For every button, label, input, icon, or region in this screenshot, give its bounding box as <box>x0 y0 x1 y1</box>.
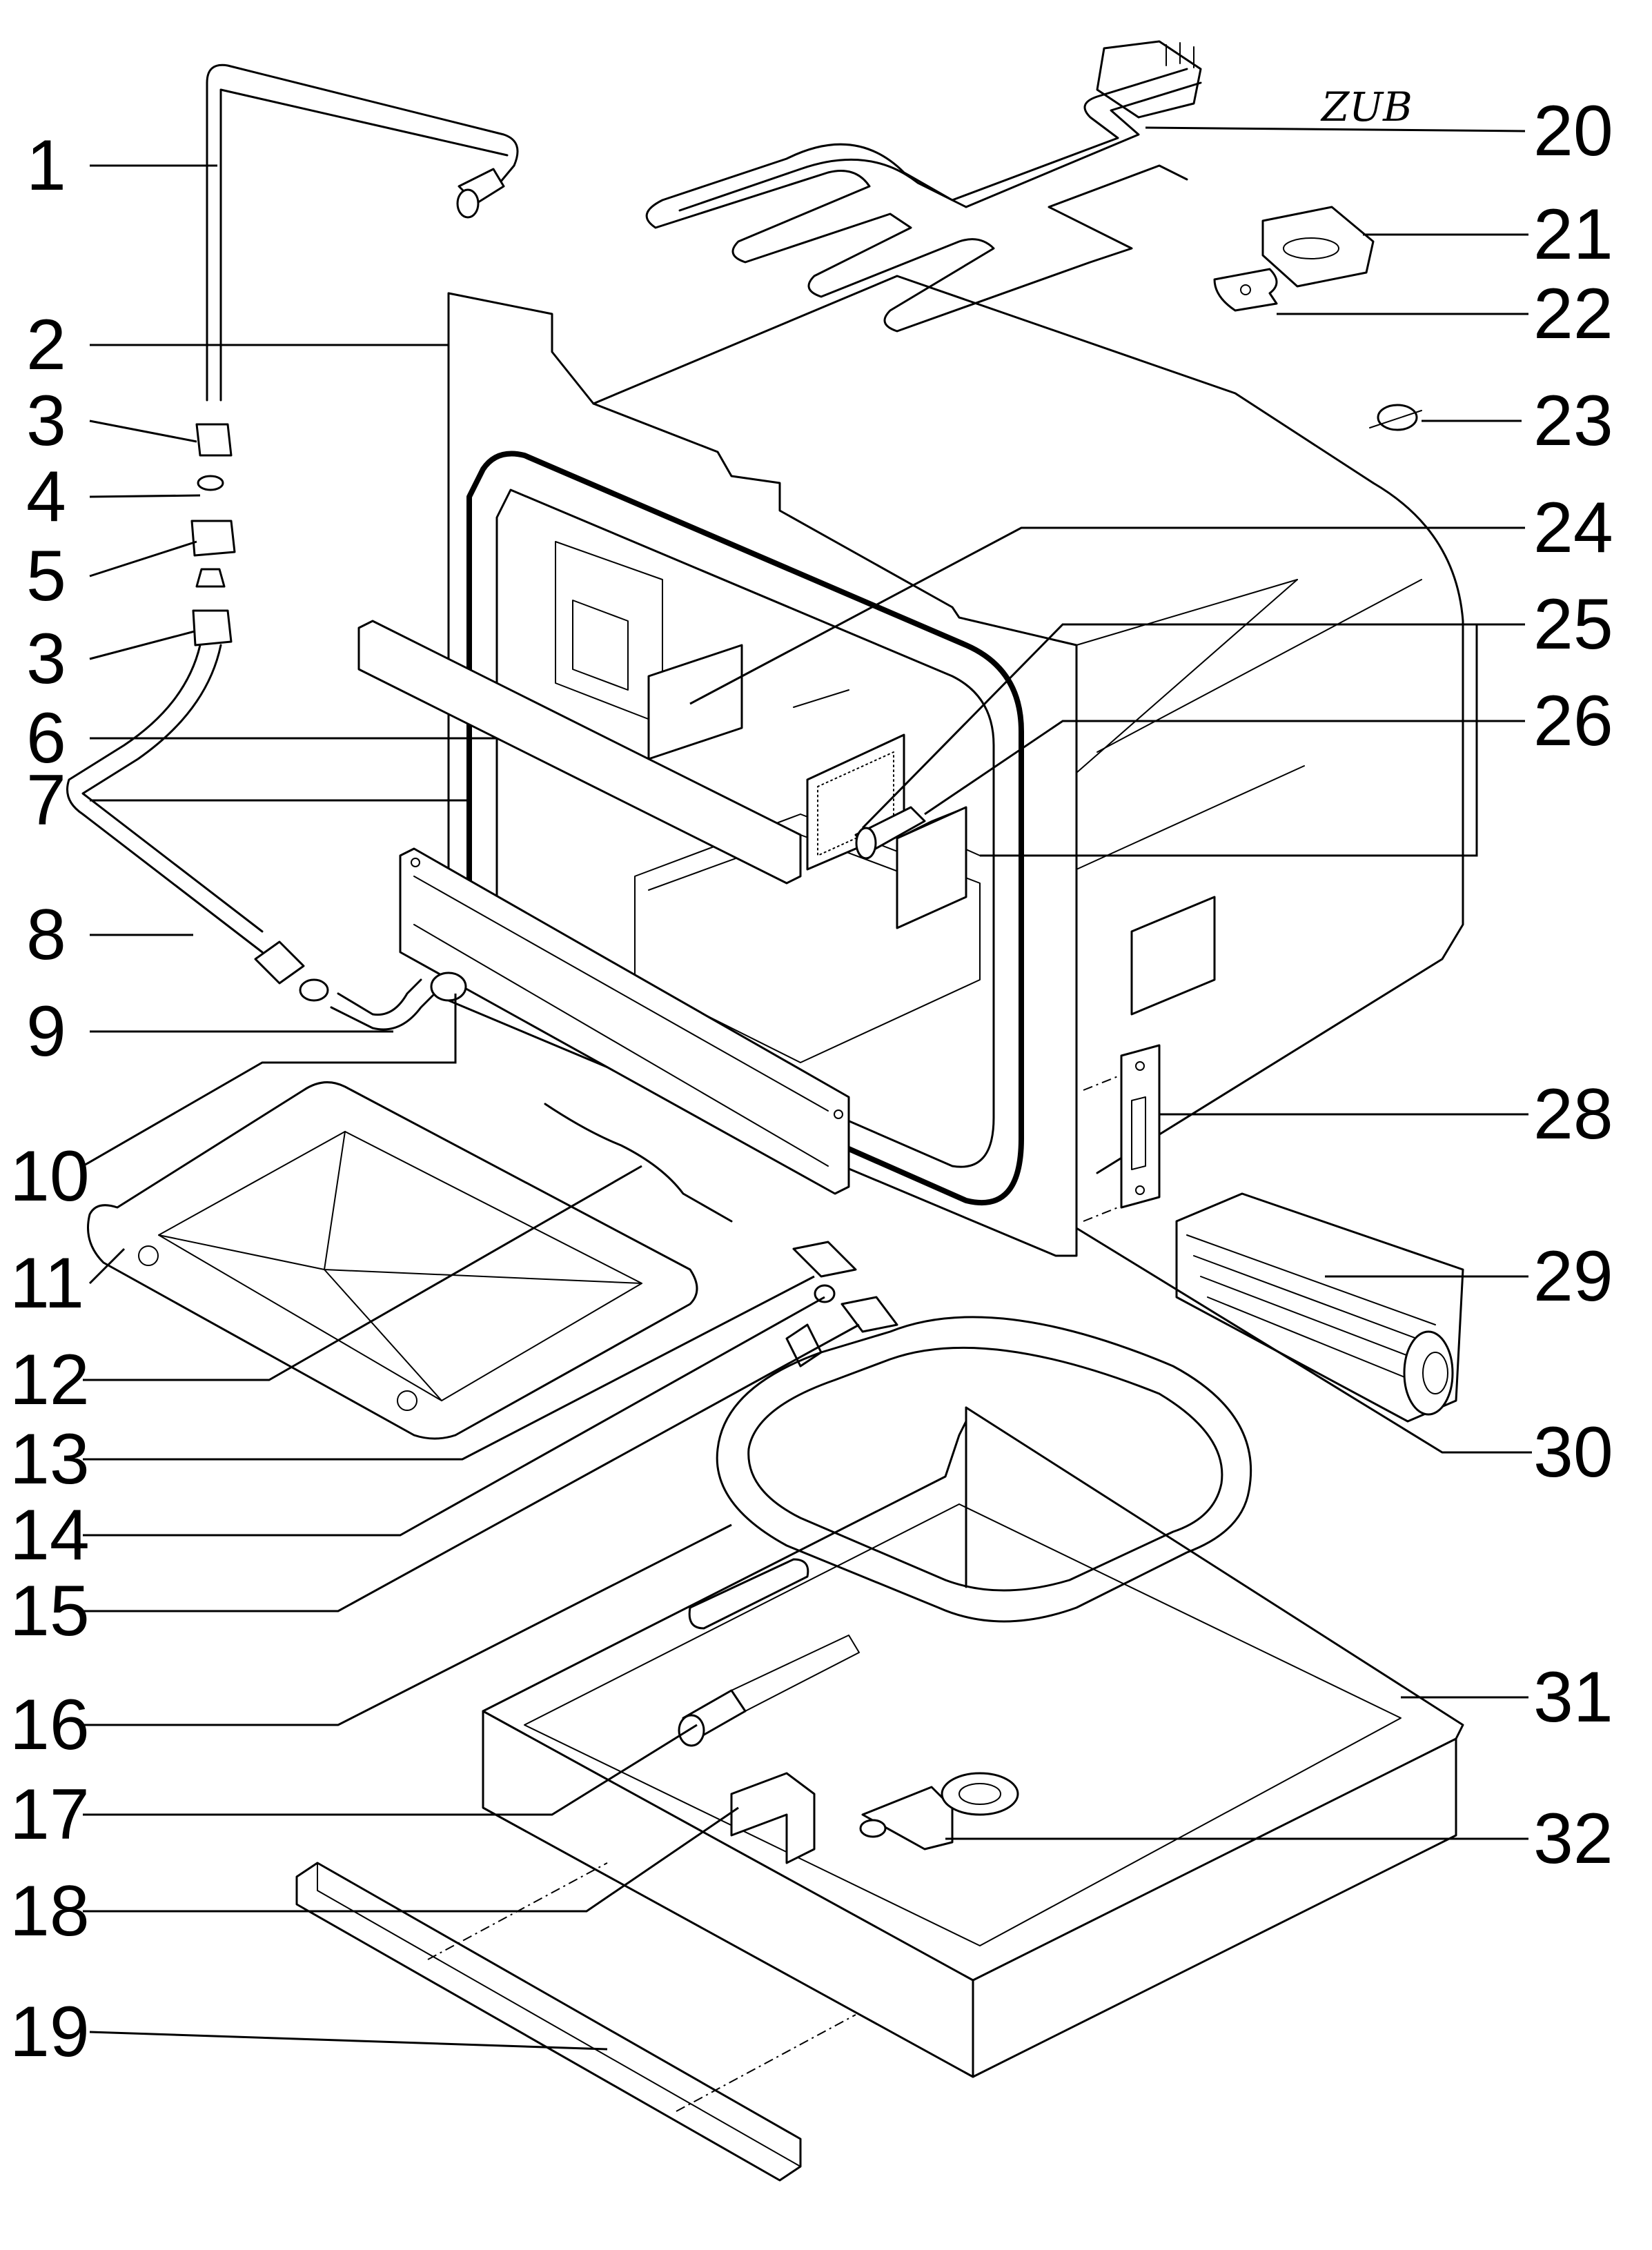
drip-pan <box>87 1081 698 1440</box>
burner-injector <box>785 1241 898 1368</box>
terminal-block <box>1261 206 1375 288</box>
label-24: 24 <box>1533 488 1613 568</box>
label-16: 16 <box>10 1685 90 1765</box>
leader-lines <box>82 126 1532 2051</box>
handwritten-annotation: ZUB <box>1320 83 1413 130</box>
label-26: 26 <box>1533 681 1613 761</box>
label-13: 13 <box>10 1419 90 1499</box>
label-12: 12 <box>10 1340 90 1420</box>
label-10: 10 <box>10 1136 90 1216</box>
thermostat-clip <box>1369 404 1422 431</box>
label-22: 22 <box>1533 274 1613 354</box>
label-2: 2 <box>26 305 66 385</box>
support-bar <box>357 620 802 885</box>
label-8: 8 <box>26 895 66 975</box>
label-4: 4 <box>26 457 66 537</box>
oven-base-pan <box>482 1406 1464 2078</box>
label-3b: 3 <box>26 619 66 699</box>
label-25: 25 <box>1533 584 1613 664</box>
gas-supply-pipe <box>66 63 519 1031</box>
burner-support <box>859 1772 1019 1851</box>
front-trim-bar <box>399 847 850 1195</box>
label-30: 30 <box>1533 1412 1613 1492</box>
fan-bracket <box>1083 1044 1161 1222</box>
label-9: 9 <box>26 991 66 1072</box>
plug-connector <box>1213 268 1278 312</box>
label-21: 21 <box>1533 195 1613 275</box>
ignition-wire <box>544 1103 733 1223</box>
label-1: 1 <box>26 126 66 206</box>
burner-ring <box>688 1316 1252 1630</box>
burner-bracket <box>730 1772 816 1864</box>
label-17: 17 <box>10 1775 90 1855</box>
label-28: 28 <box>1533 1074 1613 1154</box>
label-20: 20 <box>1533 91 1613 171</box>
label-6: 6 <box>26 698 66 778</box>
label-19: 19 <box>10 1992 90 2072</box>
label-7: 7 <box>26 760 66 840</box>
label-31: 31 <box>1533 1657 1613 1737</box>
label-23: 23 <box>1533 381 1613 461</box>
label-32: 32 <box>1533 1799 1613 1879</box>
air-tube <box>678 1635 860 1747</box>
label-18: 18 <box>10 1871 90 1951</box>
label-11: 11 <box>10 1243 84 1323</box>
tangential-fan <box>1175 1192 1464 1423</box>
top-heating-element <box>645 40 1202 333</box>
oven-lamp-assembly <box>806 733 967 929</box>
label-3a: 3 <box>26 381 66 461</box>
label-14: 14 <box>10 1495 90 1575</box>
label-5: 5 <box>26 536 66 616</box>
label-29: 29 <box>1533 1236 1613 1316</box>
callout-numbers: 1 2 3 4 5 3 6 7 8 9 10 11 12 13 14 15 16… <box>10 83 1613 2072</box>
label-15: 15 <box>10 1571 90 1651</box>
